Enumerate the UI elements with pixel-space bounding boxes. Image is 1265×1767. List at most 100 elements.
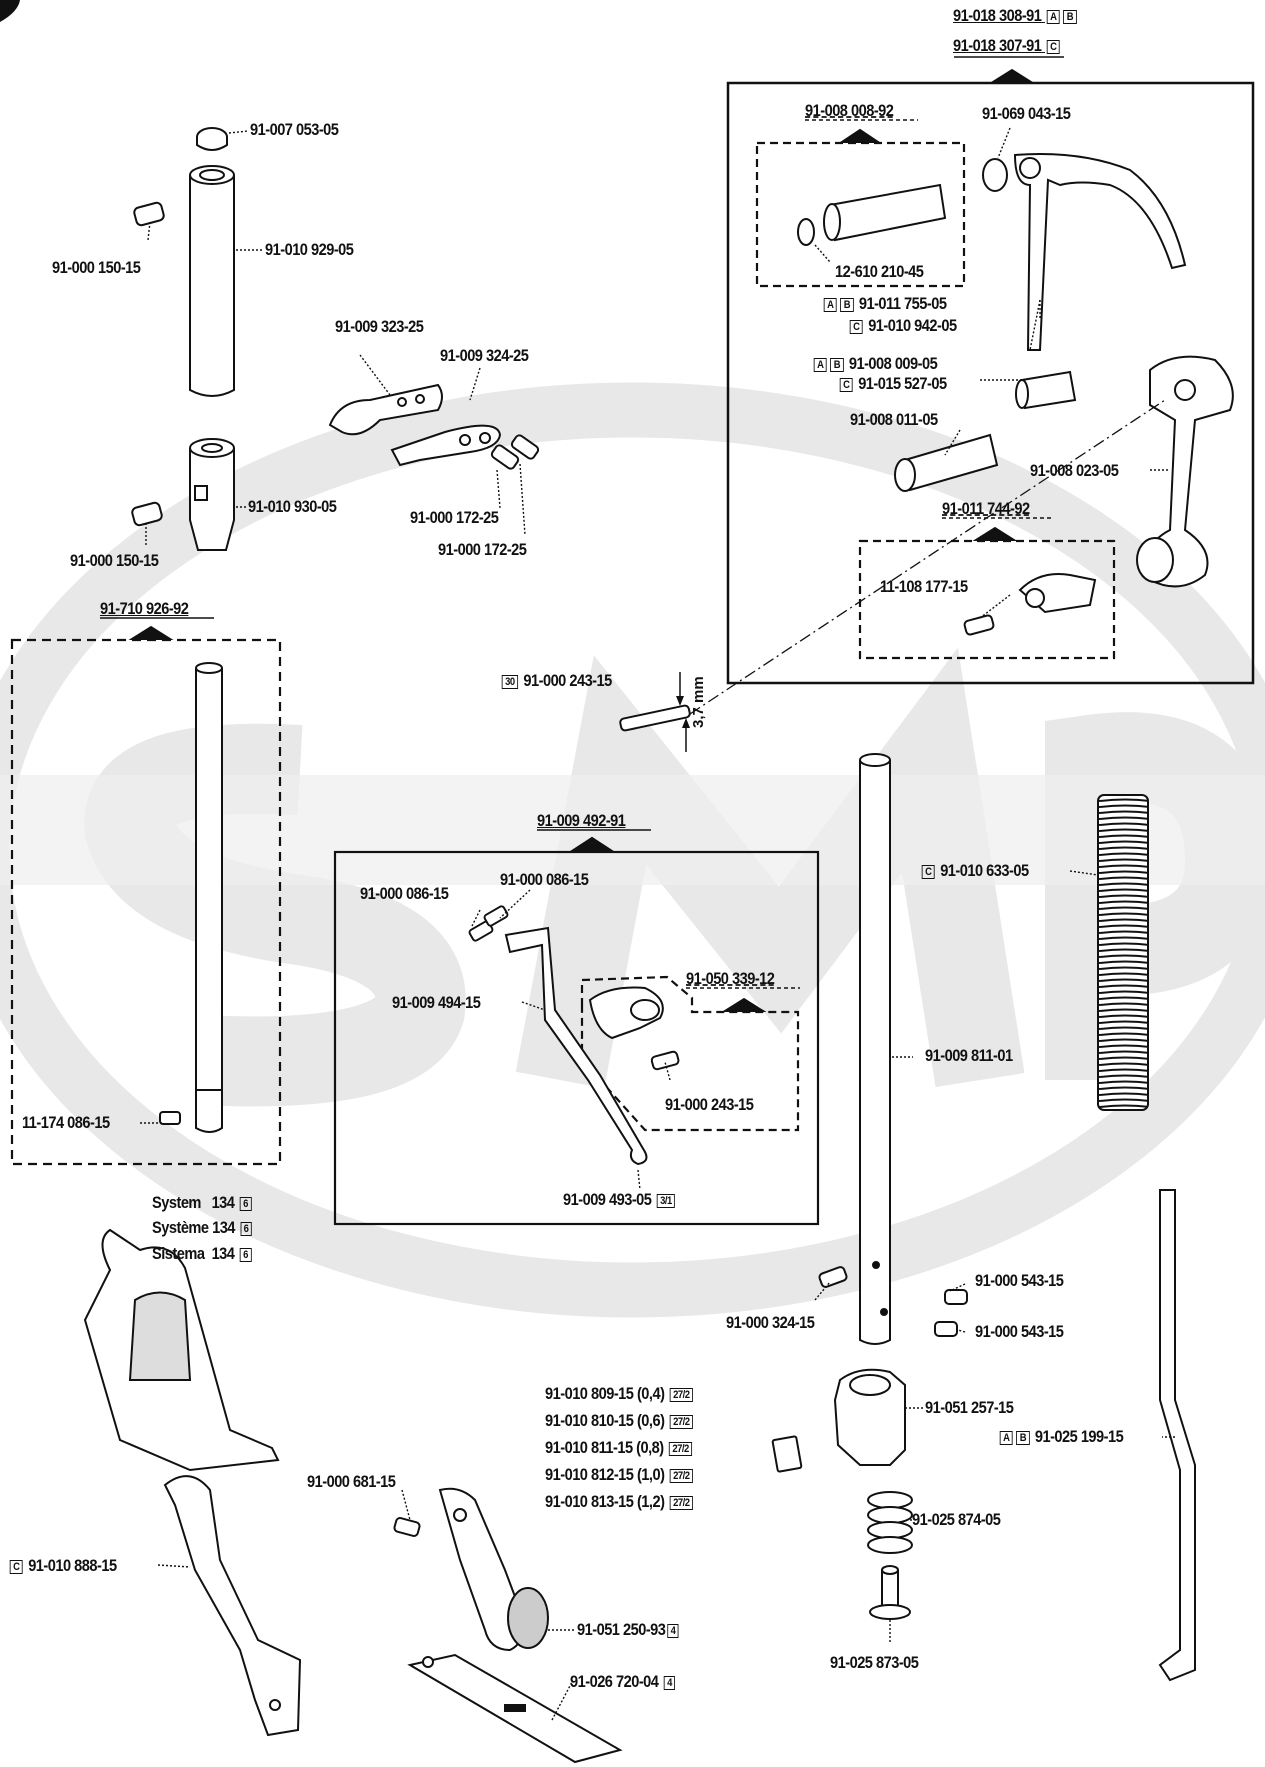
part-block <box>1020 370 1077 410</box>
system-row-1: System 134 6 <box>152 1193 253 1213</box>
part-label-p23: 91-009 494-15 <box>392 993 481 1012</box>
assembly-pointer-bar <box>128 625 174 640</box>
assembly-pointer-guide <box>972 526 1018 541</box>
part-label-p32: 91-025 199-15 <box>1034 1427 1124 1446</box>
badge-a-4: A <box>999 1430 1013 1445</box>
part-label-p22: 91-000 086-15 <box>500 870 589 889</box>
part-label-p6: 91-010 930-05 <box>248 497 337 516</box>
badge-c-4: C <box>921 864 935 879</box>
gauge-row-3: 91-010 811-15 (0,8) 27/2 <box>545 1438 694 1458</box>
part-label-p36: 91-051 250-93 <box>577 1620 666 1639</box>
badge-a-2: A <box>823 297 837 312</box>
part-label-p12: 91-011 755-05 <box>858 294 947 313</box>
part-washer <box>982 158 1008 192</box>
assembly-code-bracket: 91-009 492-91 <box>537 811 626 830</box>
part-label-p35: 91-010 888-15 <box>28 1556 117 1575</box>
part-label-p37: 91-025 873-05 <box>830 1653 919 1672</box>
part-lifting-rod <box>1158 1189 1196 1682</box>
part-label-p30: 91-000 543-15 <box>975 1322 1064 1341</box>
part-label-p20-row: C 91-010 633-05 <box>920 861 1029 881</box>
part-tube <box>189 175 235 397</box>
part-label-p38: 91-026 720-04 <box>570 1672 659 1691</box>
part-label-p25: 91-009 811-01 <box>925 1046 1013 1065</box>
part-label-p19-row: 30 91-000 243-15 <box>500 671 612 691</box>
part-small-spring <box>867 1491 913 1509</box>
system-row-2: Système 134 6 <box>152 1218 254 1238</box>
part-label-p26: 11-174 086-15 <box>22 1113 110 1132</box>
badge-ref4-1: 4 <box>667 1623 679 1638</box>
gauge-row-1: 91-010 809-15 (0,4) 27/2 <box>545 1384 695 1404</box>
part-label-p31: 91-051 257-15 <box>925 1398 1014 1417</box>
assembly-code-guide: 91-011 744-92 <box>942 499 1030 518</box>
part-needle-bar <box>195 668 223 1133</box>
badge-c: C <box>1046 39 1060 54</box>
part-label-p18: 11-108 177-15 <box>880 577 968 596</box>
gauge-size-1: (0,4) <box>636 1384 665 1403</box>
gauge-size-2: (0,6) <box>636 1411 665 1430</box>
part-label-p9: 91-000 150-15 <box>70 551 159 570</box>
badge-ref4-2: 4 <box>663 1675 676 1690</box>
part-label-p10: 91-069 043-15 <box>982 104 1071 123</box>
part-label-p7: 91-000 172-25 <box>410 508 499 527</box>
part-label-p27-row: 91-009 493-05 3/1 <box>563 1190 677 1210</box>
badge-a: A <box>1046 9 1060 24</box>
assembly-code-top-2-text: 91-018 307-91 <box>953 36 1042 55</box>
badge-ref6-2: 6 <box>240 1221 252 1236</box>
badge-ref272-2: 27/2 <box>669 1414 693 1429</box>
gauge-size-4: (1,0) <box>636 1465 665 1484</box>
system-value-3: 134 <box>211 1244 235 1263</box>
gauge-row-4: 91-010 812-15 (1,0) 27/2 <box>545 1465 695 1485</box>
part-label-p27: 91-009 493-05 <box>563 1190 652 1209</box>
part-gauge-plate <box>771 1435 803 1473</box>
badge-b: B <box>1063 9 1077 24</box>
part-label-p15: 91-015 527-05 <box>858 374 947 393</box>
assembly-code-bar: 91-710 926-92 <box>100 599 189 618</box>
system-label-1: System <box>152 1193 201 1212</box>
assembly-box-crank <box>755 141 966 288</box>
gauge-code-1: 91-010 809-15 <box>545 1384 634 1403</box>
assembly-pointer-bracket <box>568 836 616 852</box>
part-label-p15-row: C 91-015 527-05 <box>838 374 947 394</box>
gauge-code-5: 91-010 813-15 <box>545 1492 634 1511</box>
badge-b-2: B <box>840 297 854 312</box>
part-label-p3: 91-000 150-15 <box>52 258 141 277</box>
part-label-p13: 91-010 942-05 <box>868 316 957 335</box>
badge-b-4: B <box>1016 1430 1030 1445</box>
assembly-pointer-top <box>989 68 1035 83</box>
part-label-p1: 91-007 053-05 <box>250 120 339 139</box>
assembly-code-top-text: 91-018 308-91 <box>953 6 1042 25</box>
part-label-p11: 12-610 210-45 <box>835 262 924 281</box>
assembly-code-clamp: 91-050 339-12 <box>686 969 775 988</box>
part-set-screw <box>133 201 165 227</box>
part-label-p29: 91-000 324-15 <box>726 1313 815 1332</box>
badge-ref6-1: 6 <box>239 1196 252 1211</box>
part-label-p24: 91-000 243-15 <box>665 1095 754 1114</box>
part-label-p16: 91-008 011-05 <box>850 410 938 429</box>
badge-ref272-5: 27/2 <box>669 1495 693 1510</box>
gauge-code-2: 91-010 810-15 <box>545 1411 634 1430</box>
part-bushing <box>189 448 235 551</box>
badge-c-2: C <box>849 319 863 334</box>
badge-qty30: 30 <box>501 674 519 689</box>
corner-mark <box>0 0 20 22</box>
badge-b-3: B <box>830 357 844 372</box>
badge-c-5: C <box>9 1559 23 1574</box>
part-spring <box>1097 794 1149 1111</box>
part-thread-guide <box>328 383 443 436</box>
part-label-p4: 91-009 323-25 <box>335 317 424 336</box>
badge-ref6-3: 6 <box>239 1247 252 1262</box>
assembly-pointer-crank <box>838 128 882 143</box>
part-lever-bottom <box>163 1475 302 1737</box>
system-value-1: 134 <box>211 1193 235 1212</box>
part-label-p21: 91-000 086-15 <box>360 884 449 903</box>
part-label-p33: 91-000 681-15 <box>307 1472 396 1491</box>
gauge-size-3: (0,8) <box>636 1438 664 1457</box>
gauge-code-4: 91-010 812-15 <box>545 1465 634 1484</box>
assembly-box-guide <box>858 539 1116 660</box>
part-main-bar <box>859 760 891 1345</box>
